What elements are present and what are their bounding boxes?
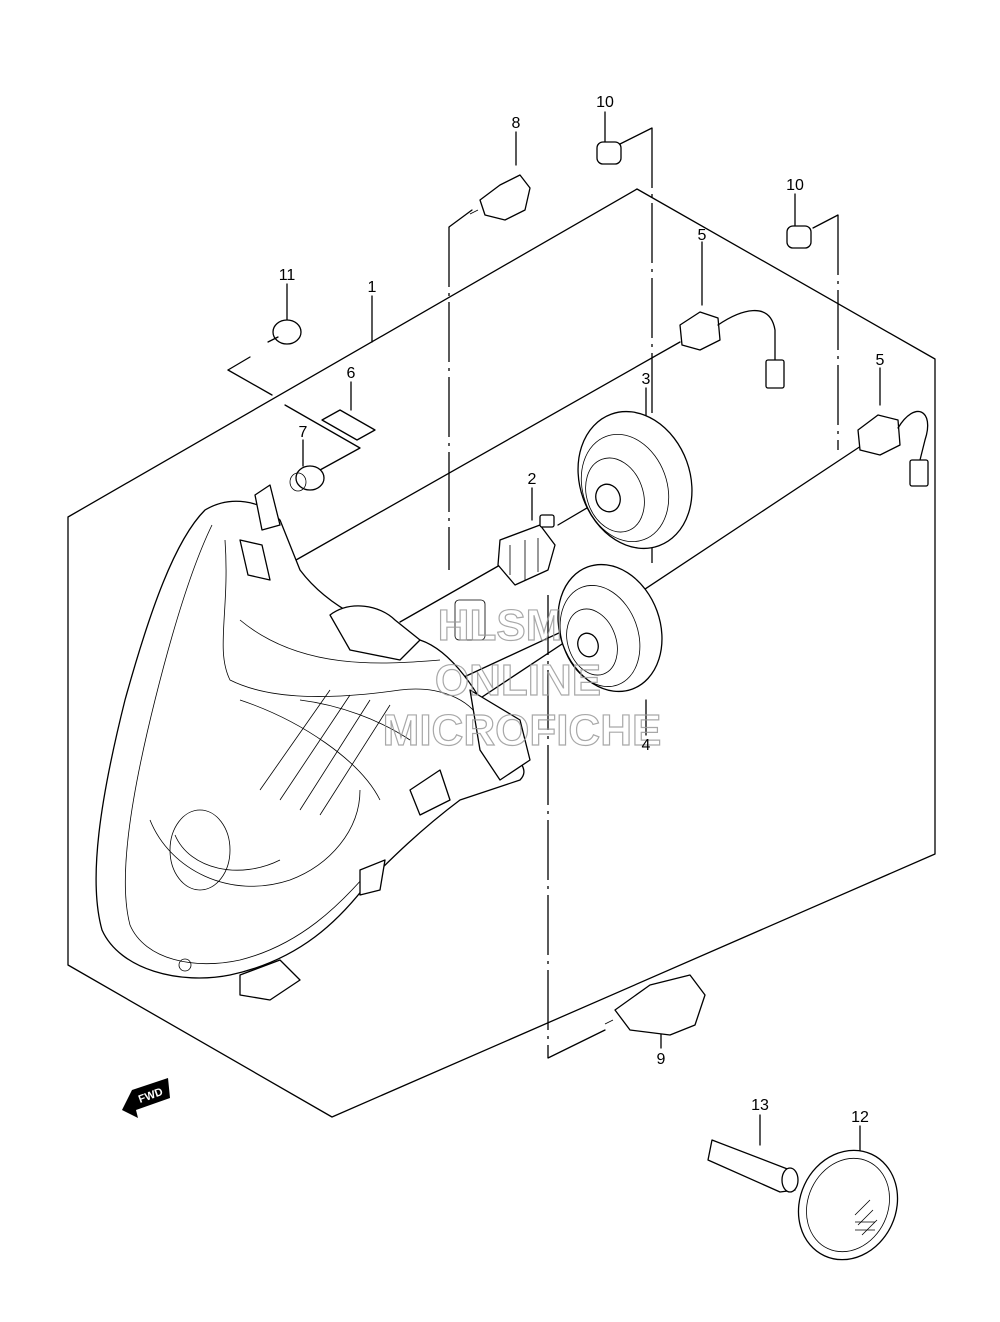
watermark-line-3: MICROFICHE [383,706,662,755]
callout-11: 11 [279,267,296,284]
adjuster-pin [707,1139,799,1193]
callout-12: 12 [851,1109,869,1126]
callout-2: 2 [528,471,537,488]
callout-7: 7 [299,424,308,441]
bulb-lower [604,974,706,1036]
callout-6: 6 [347,365,356,382]
bulb-harness-upper [679,309,785,389]
bulb-harness-lower [857,410,929,487]
callout-10-a: 10 [596,94,614,111]
assembly-frame [67,188,936,1118]
watermark: HLSM ONLINE MICROFICHE [382,600,662,755]
headlamp-housing [95,484,531,1001]
callout-10-b: 10 [786,177,804,194]
callout-1: 1 [368,279,377,296]
grommet [289,465,325,492]
callout-labels: 1 2 3 4 5 5 6 7 8 9 10 10 11 12 13 [279,94,885,1126]
callout-5-upper: 5 [698,227,707,244]
dust-cap [797,1149,899,1261]
callout-8: 8 [512,115,521,132]
leader-lines [227,111,881,1159]
callout-13: 13 [751,1097,769,1114]
callout-4: 4 [642,737,651,754]
bulb-h7 [469,174,531,221]
watermark-line-2: ONLINE [435,656,601,705]
wedge-bulb-b [786,225,812,249]
callout-3: 3 [642,371,651,388]
screw [267,319,302,345]
callout-5-lower: 5 [876,352,885,369]
watermark-line-1: HLSM [438,601,563,650]
callout-9: 9 [657,1051,666,1068]
socket-part [497,514,556,586]
reflector-lower [557,563,663,693]
wedge-bulb-a [596,141,622,165]
label-plate [321,409,376,441]
fwd-arrow-icon: FWD [122,1078,170,1118]
reflector-upper [577,410,693,550]
